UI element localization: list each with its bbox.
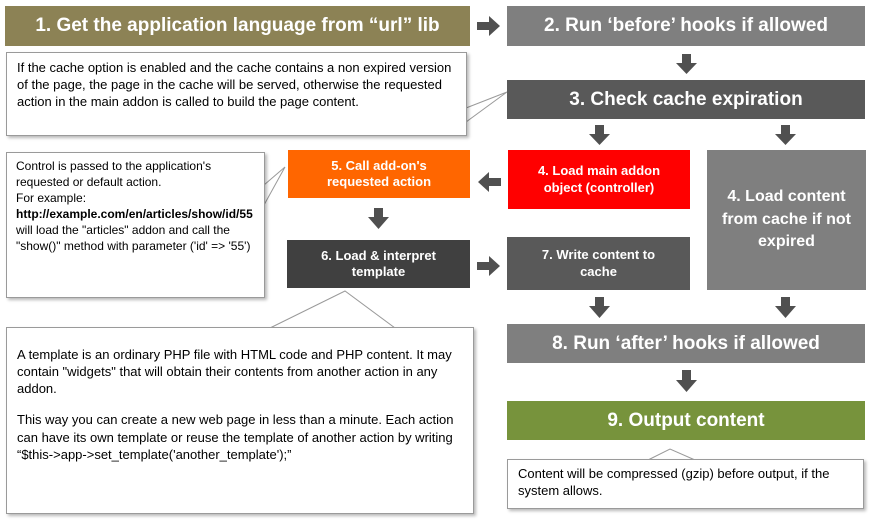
step-2-label: 2. Run ‘before’ hooks if allowed: [544, 15, 828, 37]
step-4a-line2: object (controller): [543, 179, 655, 195]
step-8-label: 8. Run ‘after’ hooks if allowed: [552, 332, 820, 354]
arrow-right-1-2: [477, 16, 500, 36]
arrow-down-3-4b: [775, 125, 796, 145]
arrow-down-7-8: [589, 297, 610, 318]
arrow-down-2-3: [676, 54, 697, 74]
step-9-label: 9. Output content: [607, 409, 765, 431]
template-note: A template is an ordinary PHP file with …: [6, 327, 474, 514]
arrow-down-4b-8: [775, 297, 796, 318]
step-7-box: 7. Write content to cache: [507, 237, 690, 290]
control-note-url: http://example.com/en/articles/show/id/5…: [16, 206, 253, 221]
control-note-p1: Control is passed to the application's r…: [16, 159, 212, 189]
control-note: Control is passed to the application's r…: [6, 152, 265, 298]
step-7-line2: cache: [580, 263, 617, 279]
step-8-box: 8. Run ‘after’ hooks if allowed: [507, 324, 865, 363]
step-4b-box: 4. Load content from cache if not expire…: [707, 150, 866, 290]
control-note-p3: will load the "articles" addon and call …: [16, 222, 251, 253]
step-6-box: 6. Load & interpret template: [287, 240, 470, 288]
step-4b-line2: from cache if not: [722, 210, 851, 228]
step-9-box: 9. Output content: [507, 401, 865, 440]
step-5-box: 5. Call add-on's requested action: [288, 150, 470, 198]
step-4b-line1: 4. Load content: [727, 188, 846, 206]
step-6-line2: template: [351, 264, 406, 279]
step-4a-box: 4. Load main addon object (controller): [508, 150, 690, 209]
step-4a-line1: 4. Load main addon: [537, 163, 661, 179]
step-2-box: 2. Run ‘before’ hooks if allowed: [507, 6, 865, 46]
step-3-label: 3. Check cache expiration: [569, 88, 803, 110]
arrow-down-5-6: [368, 208, 389, 229]
control-note-p2: For example:: [16, 190, 87, 205]
step-6-line1: 6. Load & interpret: [321, 247, 436, 263]
arrow-left-4a-5: [478, 172, 501, 192]
template-note-p1: A template is an ordinary PHP file with …: [17, 347, 452, 397]
gzip-note: Content will be compressed (gzip) before…: [507, 459, 864, 509]
step-5-line1: 5. Call add-on's: [331, 157, 427, 173]
step-1-label: 1. Get the application language from “ur…: [35, 15, 440, 37]
arrow-right-6-7: [477, 256, 500, 276]
arrow-down-3-4a: [589, 125, 610, 145]
cache-note-text: If the cache option is enabled and the c…: [17, 60, 452, 110]
gzip-note-text: Content will be compressed (gzip) before…: [518, 466, 830, 499]
arrow-down-8-9: [676, 370, 697, 392]
step-1-box: 1. Get the application language from “ur…: [5, 6, 470, 46]
step-5-line2: requested action: [326, 174, 432, 189]
step-3-box: 3. Check cache expiration: [507, 80, 865, 119]
step-7-line1: 7. Write content to: [541, 247, 656, 263]
cache-note: If the cache option is enabled and the c…: [6, 52, 467, 136]
step-4b-line3: expired: [758, 233, 815, 251]
template-note-p2: This way you can create a new web page i…: [17, 412, 454, 462]
